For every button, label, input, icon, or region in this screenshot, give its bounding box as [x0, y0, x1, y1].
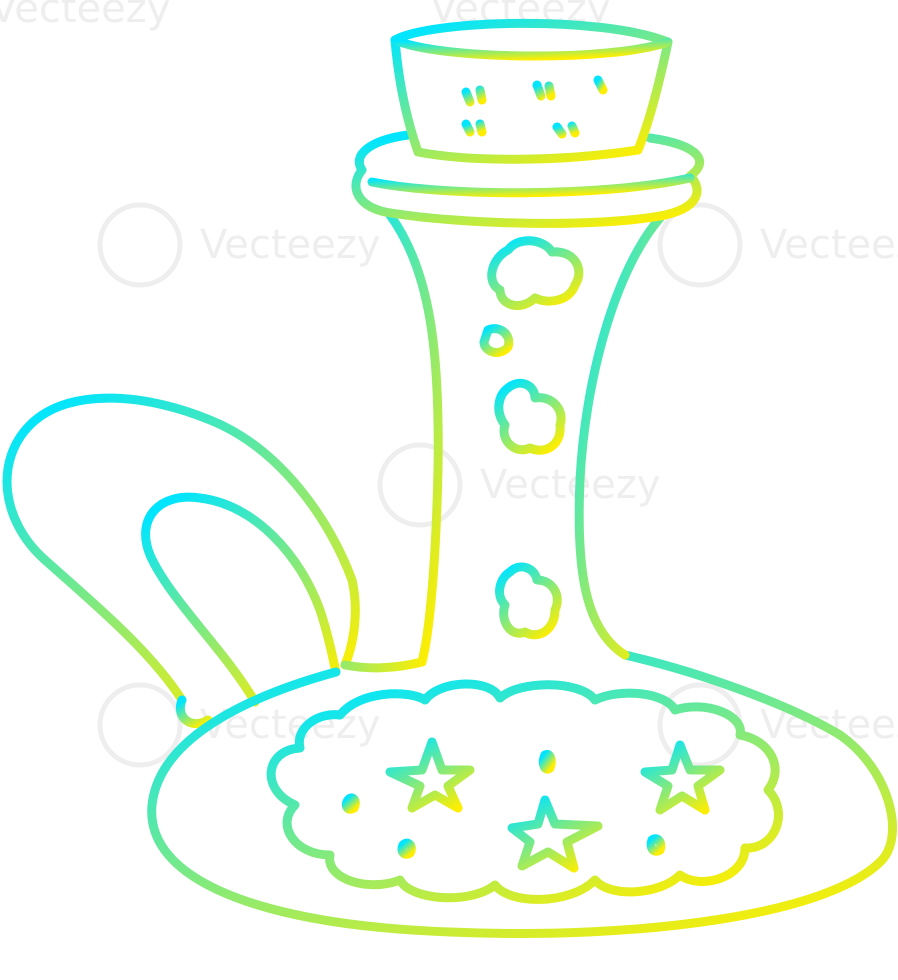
rim: [351, 130, 705, 228]
bubble: [494, 378, 566, 455]
handle-inner: [141, 492, 341, 707]
watermark-text: Vecteezy: [480, 462, 660, 508]
potion-cloud: [266, 679, 783, 904]
star: [640, 740, 725, 815]
neck-left: [340, 210, 443, 673]
neck-right: [574, 213, 665, 660]
watermark-4: Vecteezy: [97, 682, 380, 768]
star: [385, 737, 475, 813]
handle-outer: [2, 393, 360, 705]
bubble: [487, 236, 584, 311]
rim-line: [367, 173, 695, 198]
cork: [390, 18, 673, 164]
watermark-3: Vecteezy: [377, 442, 660, 528]
sparkle-dots: [341, 749, 666, 859]
watermark-text: Vecteezy: [760, 222, 898, 268]
cork-top: [390, 35, 673, 61]
watermark-2: Vecteezy: [657, 202, 898, 288]
dish-base: [147, 650, 898, 938]
bubble: [479, 324, 514, 357]
watermark-1: Vecteezy: [97, 202, 380, 288]
watermark-layer: Vecteezy Vecteezy Vecteezy Vecteezy Vect…: [0, 0, 898, 768]
watermark-text: Vecteezy: [200, 222, 380, 268]
cork-dots: [461, 75, 608, 139]
bubble: [495, 562, 562, 640]
watermark-text: Vecteezy: [0, 0, 170, 32]
watermark-6: Vecteezy: [0, 0, 170, 32]
handle-curl: [175, 695, 213, 729]
star: [507, 795, 603, 873]
